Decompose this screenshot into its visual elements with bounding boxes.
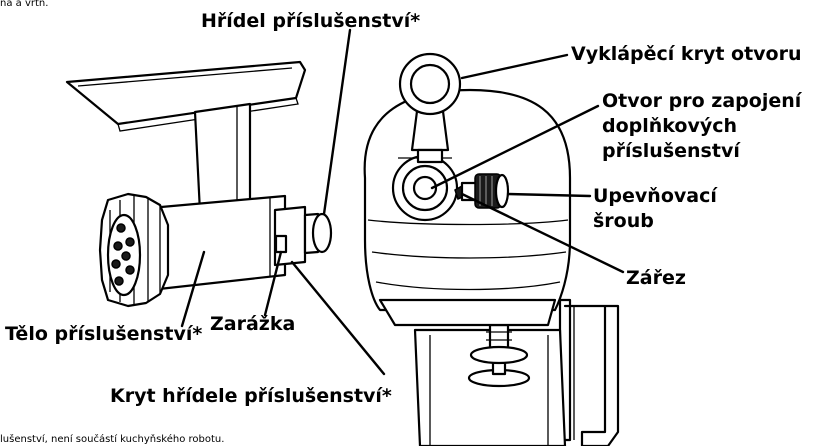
label-attachment-hub-line1: Otvor pro zapojení [602,90,803,112]
label-attachment-hub-line2: doplňkových [602,115,737,137]
label-notch: Zářez [626,267,686,289]
label-accessory-shaft: Hřídel příslušenství* [201,10,420,32]
leader-shaft-cover [290,260,386,376]
leader-shaft [322,28,352,216]
top-text-fragment: na a vrtn. [0,0,48,9]
leader-notch [460,192,625,274]
leader-hub [430,104,600,190]
leader-hinged-cover [460,53,569,80]
leader-pin [263,250,283,317]
label-locking-screw-line1: Upevňovací [593,185,718,207]
label-pin: Zarážka [210,313,295,335]
label-accessory-body: Tělo příslušenství* [5,323,202,345]
leader-body [180,250,206,328]
leader-screw [506,192,592,198]
label-hinged-hub-cover: Vyklápěcí kryt otvoru [571,43,802,65]
leader-lines [180,28,625,376]
grinder-plate-holes [111,223,135,286]
label-accessory-shaft-cover: Kryt hřídele příslušenství* [110,385,392,407]
attachment-illustration [65,60,333,308]
label-locking-screw-line2: šroub [593,210,654,232]
label-attachment-hub-line3: příslušenství [602,140,741,162]
footnote: lušenství, není součástí kuchyňského rob… [0,433,224,445]
